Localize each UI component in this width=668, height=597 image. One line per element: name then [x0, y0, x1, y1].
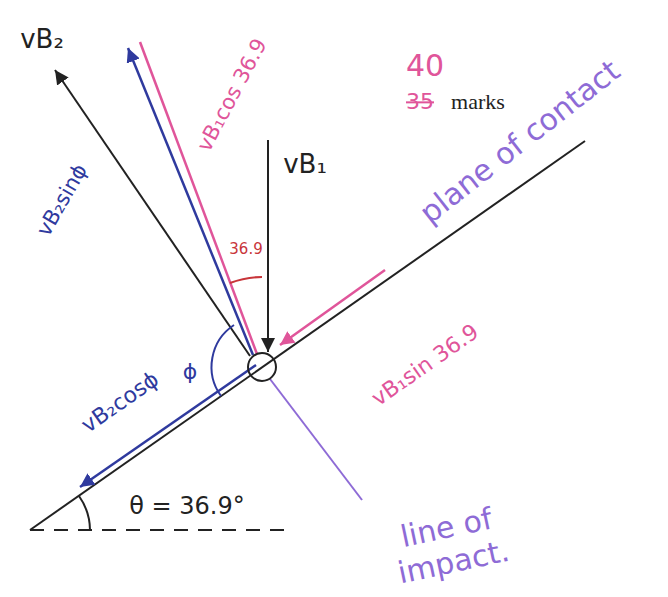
component-label: vB₂sinϕ [32, 160, 93, 241]
score-value: 40 [406, 49, 444, 84]
velocity-label: vB₁ [283, 150, 327, 180]
component-arrow [280, 270, 385, 345]
component-label: vB₁sin 36.9 [367, 319, 483, 411]
angle-label: ϕ [183, 359, 198, 384]
theta-arc [79, 496, 90, 530]
line-label: line of impact. [369, 496, 530, 595]
plane-label: plane of contact [413, 53, 626, 230]
angle-label: 36.9 [229, 241, 262, 258]
horizontal-reference [30, 529, 290, 531]
marks-unit: marks [451, 89, 505, 114]
angle-arc [212, 325, 234, 396]
impact-point [248, 353, 276, 381]
struck-score: 35 [406, 89, 434, 114]
angle-label: θ = 36.9° [129, 493, 245, 521]
velocity-arrow [267, 140, 269, 352]
angle-arc [230, 277, 262, 283]
component-label: vB₁cos 36.9 [192, 35, 272, 156]
plane-line [30, 141, 585, 530]
impact-line [270, 379, 362, 500]
velocity-label: vB₂ [20, 25, 64, 55]
component-label: vB₂cosϕ [77, 366, 164, 437]
